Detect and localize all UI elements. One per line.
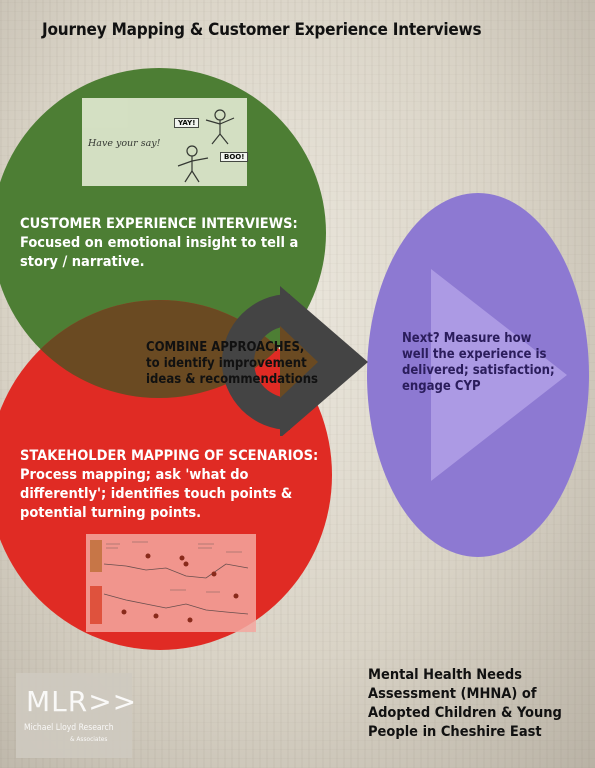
stakeholder-line: potential turning points. bbox=[20, 505, 202, 521]
next-steps-text: Next? Measure how well the experience is… bbox=[402, 331, 572, 395]
process-map-sketch bbox=[90, 540, 249, 624]
combine-text: COMBINE APPROACHES, to identify improvem… bbox=[146, 340, 346, 388]
customer-interviews-heading: CUSTOMER EXPERIENCE INTERVIEWS: bbox=[20, 216, 298, 232]
customer-interviews-line: story / narrative. bbox=[20, 254, 145, 270]
stakeholder-line: Process mapping; ask 'what do bbox=[20, 467, 249, 483]
have-your-say-label: Have your say! bbox=[88, 138, 161, 149]
yay-label: YAY! bbox=[178, 119, 196, 127]
have-your-say-illustration: Have your say! YAY! BOO! bbox=[82, 98, 249, 186]
logo-suffix: & Associates bbox=[70, 735, 108, 743]
boo-label: BOO! bbox=[224, 153, 245, 161]
next-line: Next? Measure how bbox=[402, 331, 532, 346]
next-line: engage CYP bbox=[402, 379, 481, 394]
footer-title: Mental Health Needs Assessment (MHNA) of… bbox=[368, 666, 588, 742]
mlr-logo: MLR>> Michael Lloyd Research & Associate… bbox=[16, 673, 136, 758]
combine-heading: COMBINE APPROACHES, bbox=[146, 340, 305, 355]
stakeholder-line: differently'; identifies touch points & bbox=[20, 486, 293, 502]
logo-name: Michael Lloyd Research bbox=[24, 723, 114, 733]
footer-line: Mental Health Needs bbox=[368, 667, 522, 683]
cartoon-figure-icon bbox=[177, 145, 209, 183]
process-map-illustration bbox=[86, 534, 256, 632]
next-line: delivered; satisfaction; bbox=[402, 363, 555, 378]
customer-interviews-line: Focused on emotional insight to tell a bbox=[20, 235, 299, 251]
page-title: Journey Mapping & Customer Experience In… bbox=[42, 20, 482, 40]
footer-line: Assessment (MHNA) of bbox=[368, 686, 537, 702]
cartoon-figure-icon bbox=[205, 109, 235, 145]
next-line: well the experience is bbox=[402, 347, 547, 362]
combine-line: to identify improvement bbox=[146, 356, 307, 371]
circular-arrow-icon bbox=[222, 286, 368, 436]
right-arrow-icon bbox=[431, 269, 567, 481]
footer-line: Adopted Children & Young bbox=[368, 705, 562, 721]
footer-line: People in Cheshire East bbox=[368, 724, 542, 740]
boo-bubble: BOO! bbox=[220, 152, 249, 162]
combine-line: ideas & recommendations bbox=[146, 372, 319, 387]
customer-interviews-text: CUSTOMER EXPERIENCE INTERVIEWS: Focused … bbox=[20, 215, 320, 272]
stakeholder-heading: STAKEHOLDER MAPPING OF SCENARIOS: bbox=[20, 448, 319, 464]
yay-bubble: YAY! bbox=[174, 118, 200, 128]
logo-mark: MLR>> bbox=[26, 685, 138, 718]
stakeholder-mapping-text: STAKEHOLDER MAPPING OF SCENARIOS: Proces… bbox=[20, 447, 330, 523]
